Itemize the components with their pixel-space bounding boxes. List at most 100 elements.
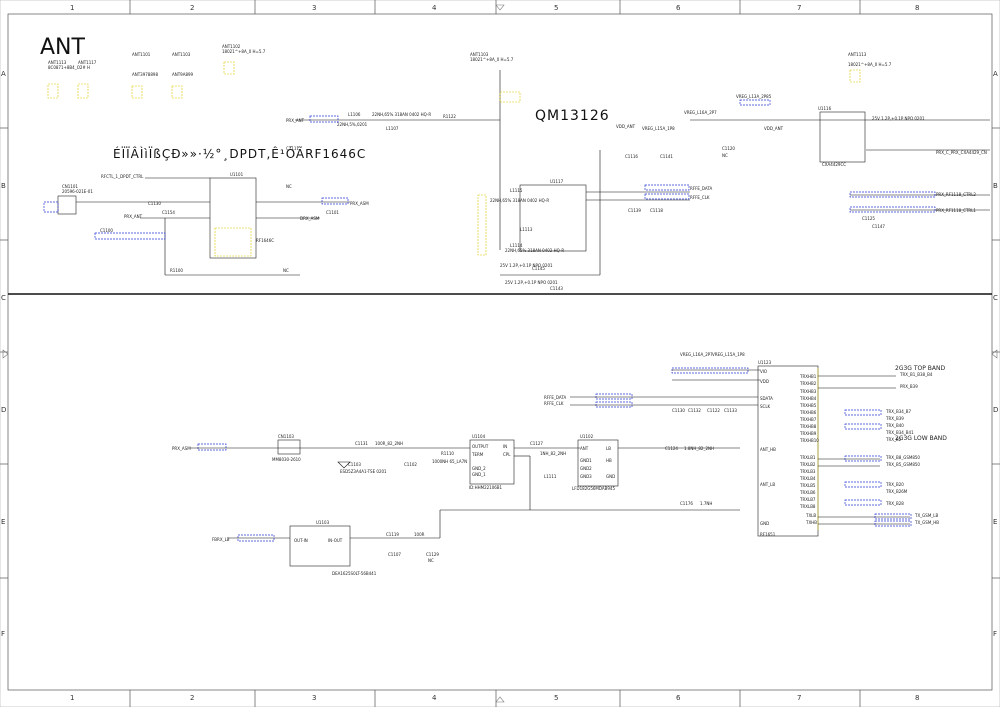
center-marker-right-icon <box>991 349 998 359</box>
c1127-label: C1127 <box>530 441 543 446</box>
rffe-clk-bottom: RFFE_CLK <box>544 401 564 406</box>
ant1103-note: 18021^+8A_0 H=5.7 <box>470 57 514 62</box>
center-marker-left-icon <box>2 349 9 359</box>
rffe-data-bottom: RFFE_DATA <box>544 395 566 400</box>
trxlb2-pin: TRXLB2 <box>799 462 816 467</box>
rffe-clk-top: RFFE_CLK <box>690 195 710 200</box>
vdd-ant-top: VDD_ANT <box>616 124 636 129</box>
trxhb4-pin: TRXHB4 <box>799 396 817 401</box>
ant1102-label: ANT1102 <box>222 44 241 49</box>
col-label-8: 8 <box>915 4 919 12</box>
trx-label-b5: TRX_B5_GSM850 <box>885 462 920 467</box>
l1113-label: L1113 <box>520 227 533 232</box>
center-marker-bottom-icon <box>495 696 505 703</box>
c1116-label: C1116 <box>625 154 638 159</box>
column-ruler-top: 1 2 3 4 5 6 7 8 <box>70 0 919 14</box>
vreg-l15a-top: VREG_L15A_1P8 <box>642 126 675 131</box>
ant1102-note: 18021^+8A_0 H=5.7 <box>222 49 266 54</box>
u1102-pin-lb: LB <box>606 446 611 451</box>
col-label-2: 2 <box>190 4 194 12</box>
txhb-pin: TXHB <box>805 520 817 525</box>
u1104-pin-gnd1: GND_1 <box>472 472 486 477</box>
sheet-title: ANT <box>40 35 86 60</box>
c1102-label: C1102 <box>404 462 417 467</box>
u1116-ref: U1116 <box>818 106 832 111</box>
c1130-label: C1130 <box>148 201 161 206</box>
trxhb1-pin: TRXHB1 <box>799 374 817 379</box>
u1102-pn: LFD182G56MDAB945 <box>572 486 615 491</box>
prx-rf1118-ctrl2: PRX_RF1118_CTRL2 <box>936 192 976 197</box>
l1106-label: L1106 <box>348 112 361 117</box>
l1107-label: L1107 <box>386 126 399 131</box>
nc-top: NC <box>286 184 292 189</box>
c1130b-label: C1130 <box>672 408 685 413</box>
u1103-pn: DEA1625S0LT-56B441 <box>332 571 377 576</box>
u1123-pn: RF1651 <box>760 532 776 537</box>
c1111-label: C1111 <box>286 146 299 151</box>
ant1113-pn: 8C0871+8B4_O2# H <box>48 65 90 70</box>
c1125-label: C1125 <box>862 216 875 221</box>
vreg-l15a-bottom: VREG_L15A_1P8 <box>712 352 745 357</box>
row-label-c: C <box>1 294 6 302</box>
trxhb9-pin: TRXHB9 <box>799 431 817 436</box>
vdd-ant-cxa: VDD_ANT <box>764 126 784 131</box>
ant1113-label: ANT1113 <box>48 60 67 65</box>
u1123-pin-antlb: ANT_LB <box>760 482 775 487</box>
u1104-pin-cpl: CPL <box>503 452 511 457</box>
prx-ant-b-label: PRX_ANT <box>124 214 143 219</box>
center-marker-top-icon <box>495 4 505 11</box>
trx-label-b39: TRX_B39 <box>885 416 904 421</box>
row-label-d-right: D <box>993 406 998 414</box>
row-label-e-right: E <box>993 518 997 526</box>
row-label-e: E <box>1 518 5 526</box>
c1124-label: C1124 <box>665 446 678 451</box>
row-label-f: F <box>1 630 5 638</box>
u1102-ref: U1102 <box>580 434 594 439</box>
qm13126-block: PRX_ANT L1106 22NH,5%,0201 22NH,65% 318A… <box>286 70 712 291</box>
prx-asm-bottom-label: PRX_ASM <box>172 446 191 451</box>
u1103-pin-inout: IN-OUT <box>328 538 343 543</box>
u1102-pin-gnd3: GND3 <box>580 474 592 479</box>
ant1113-note: 18021^+8A_0 H=5.7 <box>848 62 892 67</box>
npo-label: 25V 1.2P,+0.1P NPO 0201 <box>500 263 553 268</box>
row-label-a: A <box>1 70 6 78</box>
row-label-b: B <box>1 182 6 190</box>
trxlb3-pin: TRXLB3 <box>799 469 816 474</box>
l1111-label: L1111 <box>544 474 557 479</box>
trx-label-b34-b41: TRX_B34_B41 <box>885 430 914 435</box>
c1132-label: C1132 <box>688 408 701 413</box>
u1123-ref: U1123 <box>758 360 772 365</box>
trx-label-b34-b7: TRX_B34_B7 <box>885 409 912 414</box>
row-ruler-right: A B C D E F <box>991 70 1000 638</box>
l1115-label: L1115 <box>510 188 523 193</box>
u1104-coupler: U1104 OUTPUT TERM GND_2 GND_1 IN CPL ID:… <box>469 434 740 511</box>
c1147-label: C1147 <box>872 224 885 229</box>
trxhb7-pin: TRXHB7 <box>799 417 817 422</box>
trx-label-prx-b39: PRX_B39 <box>900 384 918 389</box>
l1114-value: 22NH,65% 318AN 0402 HQ-R <box>505 248 564 253</box>
col-label-8-bottom: 8 <box>915 694 919 702</box>
c1119-label: C1119 <box>386 532 399 537</box>
r1100-label: R1100 <box>170 268 183 273</box>
top-antenna-pads: ANT1113 8C0871+8B4_O2# H ANT1117 ANT1101… <box>47 44 892 99</box>
c1129-value: NC <box>428 558 434 563</box>
nc-cxa-1: NC <box>722 153 728 158</box>
r1110-label: R1110 <box>441 451 454 456</box>
c1145-label: C1145 <box>532 266 545 271</box>
c1143-value: 25V 1.2P,+0.1P NPO 0201 <box>505 280 558 285</box>
u1104-ref: U1104 <box>472 434 486 439</box>
trxlb7-pin: TRXLB7 <box>799 497 816 502</box>
trxlb4-pin: TRXLB4 <box>799 476 816 481</box>
u1104-pin-term: TERM <box>471 452 484 457</box>
c1100-label: C1100 <box>100 228 113 233</box>
rf-switch-title: ÉÏÏÂÌìÏßÇÐ»»·½°¸DPDT,Ê¹ÓÃRF1646C <box>113 146 366 161</box>
u1104-pin-output: OUTPUT <box>472 444 489 449</box>
col-label-1: 1 <box>70 4 74 12</box>
c1101-label: C1101 <box>326 210 339 215</box>
cn1103-pn: MM8030-2610 <box>272 457 301 462</box>
ant-pn2: ANT9A899 <box>172 72 194 77</box>
u1123-pin-sclk: SCLK <box>760 404 771 409</box>
c1131-value: 100R_82_2NH <box>375 441 403 446</box>
u1123-pin-vio: VIO <box>760 369 767 374</box>
row-label-c-right: C <box>993 294 998 302</box>
